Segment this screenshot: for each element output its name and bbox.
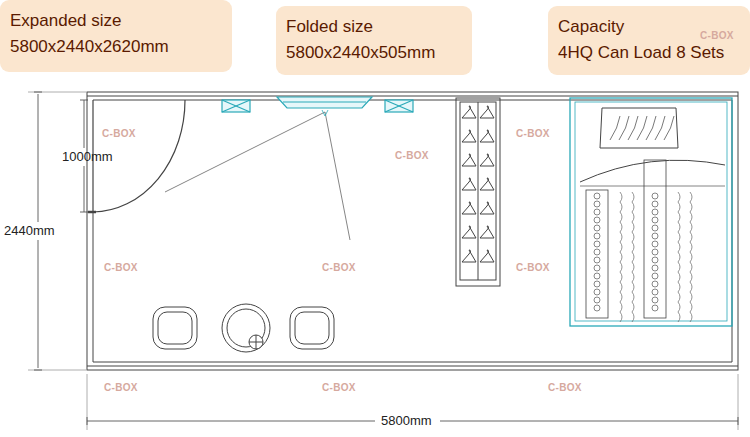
- bed-pattern: [652, 273, 658, 279]
- watermark: C-BOX: [516, 262, 550, 273]
- dimension-label: 2440mm: [4, 223, 55, 238]
- bed-pattern: [594, 273, 600, 279]
- bed-pattern: [594, 265, 600, 271]
- info-box: Folded size5800x2440x505mm: [276, 6, 472, 75]
- bed-pattern: [652, 297, 658, 303]
- bed-pattern: [652, 249, 658, 255]
- bed-pattern: [620, 192, 622, 322]
- bed-pattern: [652, 265, 658, 271]
- hanger: [480, 130, 494, 142]
- hanger: [480, 178, 494, 190]
- walls: [87, 92, 738, 370]
- hanger: [462, 226, 476, 238]
- bed-pattern: [652, 209, 658, 215]
- bed-pattern: [652, 289, 658, 295]
- box-value: 4HQ Can Load 8 Sets: [558, 40, 740, 66]
- pillow-pattern: [655, 116, 665, 140]
- bed-pattern: [632, 192, 634, 322]
- bed-pattern: [690, 192, 692, 322]
- box-heading: Expanded size: [10, 8, 222, 34]
- bed-pattern: [594, 305, 600, 311]
- bed-pattern: [594, 289, 600, 295]
- hanger: [462, 202, 476, 214]
- chairs-table: [153, 304, 334, 352]
- pillow-pattern: [619, 116, 629, 140]
- watermark: C-BOX: [104, 382, 138, 393]
- bed-pattern: [594, 297, 600, 303]
- pillow-pattern: [664, 116, 674, 140]
- watermark: C-BOX: [104, 262, 138, 273]
- hanger: [462, 154, 476, 166]
- dimension-label: 5800mm: [381, 413, 432, 428]
- bed-pattern: [652, 257, 658, 263]
- hanger: [480, 106, 494, 118]
- hanger: [480, 226, 494, 238]
- watermark: C-BOX: [700, 30, 734, 41]
- bed-pattern: [652, 241, 658, 247]
- bed-pattern: [594, 233, 600, 239]
- box-value: 5800x2440x505mm: [286, 40, 462, 66]
- bed-pattern: [594, 257, 600, 263]
- bed-pattern: [652, 281, 658, 287]
- box-value: 5800x2440x2620mm: [10, 34, 222, 60]
- watermark: C-BOX: [548, 382, 582, 393]
- hanger: [462, 178, 476, 190]
- bed-pattern: [652, 305, 658, 311]
- info-box: Expanded size5800x2440x2620mm: [0, 0, 232, 72]
- hanger: [462, 106, 476, 118]
- watermark: C-BOX: [395, 150, 429, 161]
- hanger: [480, 202, 494, 214]
- pillow-pattern: [628, 116, 638, 140]
- extension-lines: [28, 92, 738, 430]
- light-lines: [165, 110, 350, 240]
- hanger: [462, 130, 476, 142]
- window: [222, 97, 413, 112]
- pillow-pattern: [637, 116, 647, 140]
- watermark: C-BOX: [322, 382, 356, 393]
- pillow-pattern: [646, 116, 656, 140]
- hanger: [462, 250, 476, 262]
- bed-pattern: [594, 225, 600, 231]
- bed-pattern: [652, 201, 658, 207]
- dimension-label: 1000mm: [62, 149, 113, 164]
- watermark: C-BOX: [322, 262, 356, 273]
- bed-pattern: [652, 233, 658, 239]
- bed-pattern: [678, 192, 680, 322]
- bed-pattern: [594, 217, 600, 223]
- bed-pattern: [594, 249, 600, 255]
- bed-pattern: [652, 193, 658, 199]
- wardrobe: [456, 98, 500, 286]
- hanger: [480, 154, 494, 166]
- box-heading: Folded size: [286, 14, 462, 40]
- watermark: C-BOX: [102, 128, 136, 139]
- bed-pattern: [594, 193, 600, 199]
- bed-pattern: [594, 201, 600, 207]
- bed-pattern: [594, 209, 600, 215]
- watermark: C-BOX: [516, 128, 550, 139]
- bed-pattern: [594, 281, 600, 287]
- bed-pattern: [652, 217, 658, 223]
- dimension-lines: [34, 92, 738, 425]
- bed-pattern: [594, 241, 600, 247]
- bed-pattern: [652, 225, 658, 231]
- pillow-pattern: [610, 116, 620, 140]
- hanger: [480, 250, 494, 262]
- bed: [570, 98, 732, 326]
